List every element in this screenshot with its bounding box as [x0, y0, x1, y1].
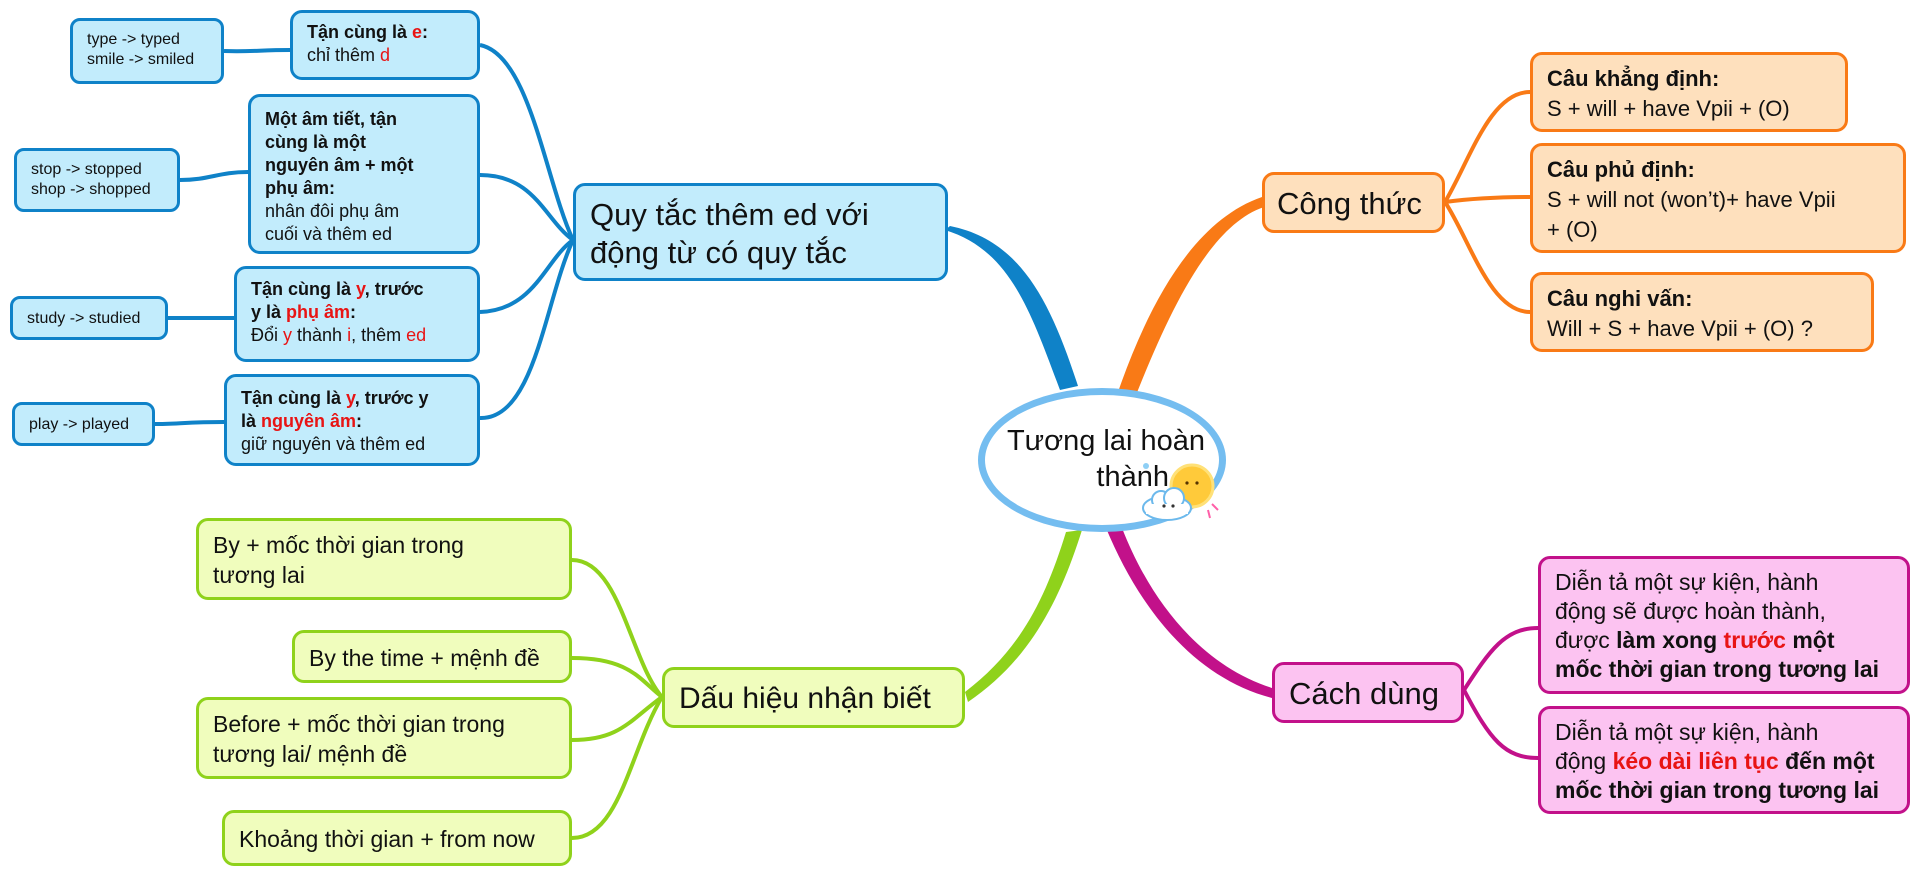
sign4-line1: Khoảng thời gian + from now [239, 826, 535, 852]
usage1-line4: mốc thời gian trong tương lai [1555, 656, 1880, 682]
central-title-line2: thành [1096, 461, 1169, 493]
rule-e-detail: chỉ thêm [307, 45, 381, 65]
rule-e-detail-d: d [380, 45, 391, 65]
rule3-middle: , trước [364, 279, 424, 299]
trunk-formula [1118, 197, 1264, 395]
example-study-text: study -> studied [27, 310, 141, 327]
example-type-smile: type -> typed smile -> smiled [70, 18, 224, 84]
usage-continuous-until: Diễn tả một sự kiện, hành động kéo dài l… [1538, 706, 1910, 814]
rule4-line2a: là [241, 411, 262, 431]
formula-affirmative: Câu khẳng định: S + will + have Vpii + (… [1530, 52, 1848, 132]
rule2-detail1: nhân đôi phụ âm [265, 201, 400, 221]
sign1-line1: By + mốc thời gian trong [213, 532, 464, 558]
trunk-usage [1106, 528, 1272, 698]
rule2-line3: nguyên âm + một [265, 155, 414, 175]
rule-e-node: Tận cùng là e: chỉ thêm d [290, 10, 480, 80]
rule2-line2: cùng là một [265, 132, 367, 152]
rule-e-prefix: Tận cùng là [307, 22, 413, 42]
rule3-detail-i: i [347, 325, 352, 345]
example-stop-shop: stop -> stopped shop -> shopped [14, 148, 180, 212]
trunk-signs [965, 530, 1082, 702]
formula-negative: Câu phủ định: S + will not (won’t)+ have… [1530, 143, 1906, 253]
formula-negative-label: Câu phủ định: [1547, 157, 1695, 182]
rule3-detail-b: thành [292, 325, 348, 345]
usage1-line3-c: trước [1723, 627, 1786, 653]
sign3-line2: tương lai/ mệnh đề [213, 741, 408, 767]
rule-double-consonant-node: Một âm tiết, tận cùng là một nguyên âm +… [248, 94, 480, 254]
formula-affirmative-text: S + will + have Vpii + (O) [1547, 96, 1790, 121]
rule2-detail2: cuối và thêm ed [265, 224, 393, 244]
rule-y-vowel-node: Tận cùng là y, trước y là nguyên âm: giữ… [224, 374, 480, 466]
example-play: play -> played [12, 402, 155, 446]
rule2-line4: phụ âm: [265, 178, 335, 198]
sign-by-the-time: By the time + mệnh đề [292, 630, 572, 683]
formula-question-text: Will + S + have Vpii + (O) ? [1547, 316, 1813, 341]
rule3-detail-y: y [283, 325, 293, 345]
usage1-line3-d: một [1785, 627, 1835, 653]
usage2-line2-c: đến một [1778, 748, 1875, 774]
sign3-line1: Before + mốc thời gian trong [213, 711, 505, 737]
rule3-consonant: phụ âm [286, 302, 351, 322]
rule4-prefix: Tận cùng là [241, 388, 347, 408]
rule4-vowel: nguyên âm [261, 411, 357, 431]
usage2-line3: mốc thời gian trong tương lai [1555, 777, 1880, 803]
rule3-prefix: Tận cùng là [251, 279, 357, 299]
branch-usage-title: Cách dùng [1289, 676, 1439, 711]
rule3-detail-c: , thêm [351, 325, 407, 345]
example-shop: shop -> shopped [31, 181, 151, 198]
sun-cloud-icon [1142, 463, 1219, 521]
example-stop: stop -> stopped [31, 161, 142, 178]
formula-affirmative-label: Câu khẳng định: [1547, 66, 1720, 91]
usage1-line1: Diễn tả một sự kiện, hành [1555, 569, 1819, 595]
rule3-detail-a: Đổi [251, 325, 284, 345]
example-type: type -> typed [87, 31, 180, 48]
formula-question-label: Câu nghi vấn: [1547, 286, 1693, 311]
sign-before: Before + mốc thời gian trong tương lai/ … [196, 697, 572, 779]
rule3-colon: : [350, 302, 357, 322]
central-topic-title: Tương lai hoàn thành [975, 423, 1205, 495]
branch-signs-topic: Dấu hiệu nhận biết [662, 667, 965, 728]
branch-usage-topic: Cách dùng [1272, 662, 1464, 723]
rule4-middle: , trước y [354, 388, 429, 408]
rule-e-letter: e [412, 22, 423, 42]
usage1-line3-a: được [1555, 627, 1617, 653]
usage2-line2-a: động [1555, 748, 1613, 774]
sign2-line1: By the time + mệnh đề [309, 645, 540, 671]
branch-formula-title: Công thức [1277, 186, 1422, 221]
formula-negative-text1: S + will not (won’t)+ have Vpii [1547, 187, 1836, 212]
usage1-line2: động sẽ được hoàn thành, [1555, 598, 1826, 624]
formula-negative-text2: + (O) [1547, 217, 1598, 242]
rule2-line1: Một âm tiết, tận [265, 109, 398, 129]
branch-formula-topic: Công thức [1262, 172, 1445, 233]
formula-question: Câu nghi vấn: Will + S + have Vpii + (O)… [1530, 272, 1874, 352]
rule4-colon: : [356, 411, 363, 431]
rule3-y: y [356, 279, 365, 299]
usage2-line1: Diễn tả một sự kiện, hành [1555, 719, 1819, 745]
branch-signs-title: Dấu hiệu nhận biết [679, 682, 931, 715]
branch-rules-topic: Quy tắc thêm ed với động từ có quy tắc [573, 183, 948, 281]
sign1-line2: tương lai [213, 562, 305, 588]
rule4-detail: giữ nguyên và thêm ed [241, 434, 426, 454]
example-study: study -> studied [10, 296, 168, 340]
rule-y-consonant-node: Tận cùng là y, trước y là phụ âm: Đổi y … [234, 266, 480, 362]
example-play-text: play -> played [29, 416, 130, 433]
rule3-line2a: y là [251, 302, 287, 322]
sign-from-now: Khoảng thời gian + from now [222, 810, 572, 866]
branch-rules-title: Quy tắc thêm ed với động từ có quy tắc [590, 197, 869, 270]
central-title-line1: Tương lai hoàn [1006, 425, 1205, 457]
rule-e-colon: : [422, 22, 429, 42]
usage-completed-before: Diễn tả một sự kiện, hành động sẽ được h… [1538, 556, 1910, 694]
rule4-y: y [346, 388, 355, 408]
usage2-line2-b: kéo dài liên tục [1612, 748, 1779, 774]
example-smile: smile -> smiled [87, 51, 195, 68]
rule3-detail-ed: ed [406, 325, 427, 345]
trunk-rules [945, 226, 1078, 390]
sign-by-milestone: By + mốc thời gian trong tương lai [196, 518, 572, 600]
usage1-line3-b: làm xong [1616, 627, 1724, 653]
